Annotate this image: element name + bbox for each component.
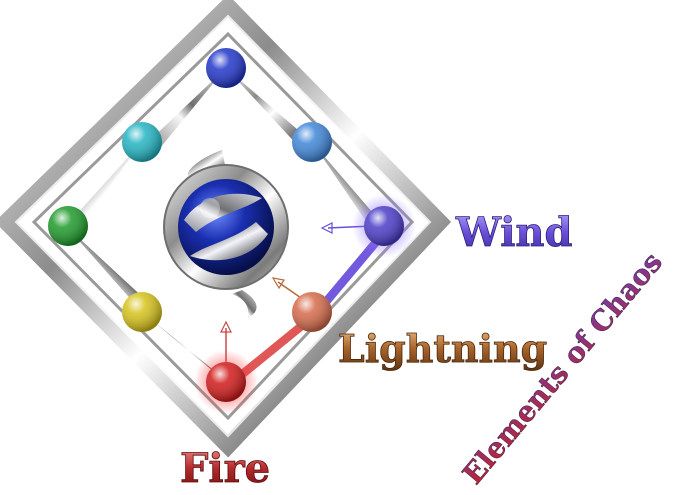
- green-orb: [48, 206, 88, 246]
- wind-arrow-icon: [320, 222, 333, 234]
- blue-orb: [206, 48, 246, 88]
- fire-label: Fire: [180, 445, 270, 492]
- violet-orb: [364, 206, 404, 246]
- orange-orb: [292, 292, 332, 332]
- red-orb: [206, 362, 246, 402]
- orbs: [48, 48, 404, 402]
- cyan-orb: [122, 122, 162, 162]
- lightning-label: Lightning: [338, 326, 547, 371]
- fire-arrow-icon: [220, 320, 232, 333]
- lightning-arrow-icon: [271, 277, 285, 290]
- skyblue-orb: [292, 122, 332, 162]
- yellow-orb: [122, 292, 162, 332]
- central-emblem: [163, 150, 289, 318]
- wind-label: Wind: [455, 209, 572, 256]
- diamond-frame: [0, 0, 452, 458]
